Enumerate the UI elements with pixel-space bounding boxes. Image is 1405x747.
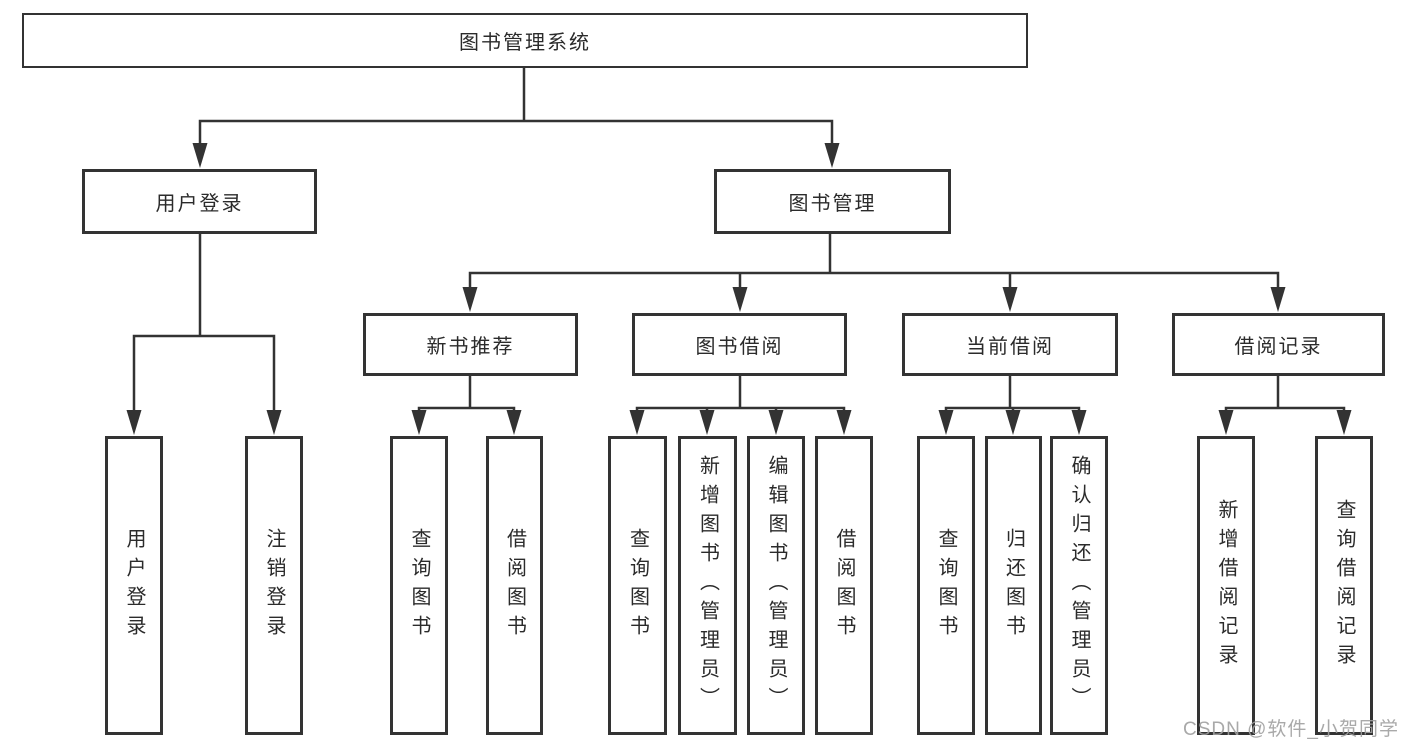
node-leaf-return-books: 归还图书 [985, 436, 1042, 735]
node-leaf-borrow-books-1: 借阅图书 [486, 436, 543, 735]
node-leaf-logout: 注销登录 [245, 436, 303, 735]
node-leaf-add-books-admin: 新增图书（管理员） [678, 436, 737, 735]
node-leaf-confirm-return-admin: 确认归还（管理员） [1050, 436, 1108, 735]
node-leaf-user-login: 用户登录 [105, 436, 163, 735]
node-current-borrow: 当前借阅 [902, 313, 1118, 376]
node-borrow-records: 借阅记录 [1172, 313, 1385, 376]
node-leaf-edit-books-admin: 编辑图书（管理员） [747, 436, 805, 735]
node-leaf-query-books-1: 查询图书 [390, 436, 448, 735]
node-leaf-query-books-2: 查询图书 [608, 436, 667, 735]
node-new-book-recommend: 新书推荐 [363, 313, 578, 376]
node-leaf-add-borrow-record: 新增借阅记录 [1197, 436, 1255, 735]
node-leaf-query-books-3: 查询图书 [917, 436, 975, 735]
node-book-management: 图书管理 [714, 169, 951, 234]
node-library-system: 图书管理系统 [22, 13, 1028, 68]
node-leaf-borrow-books-2: 借阅图书 [815, 436, 873, 735]
node-user-login: 用户登录 [82, 169, 317, 234]
node-book-borrow: 图书借阅 [632, 313, 847, 376]
csdn-watermark: CSDN @软件_小贺同学 [1183, 719, 1399, 740]
node-leaf-query-borrow-record: 查询借阅记录 [1315, 436, 1373, 735]
